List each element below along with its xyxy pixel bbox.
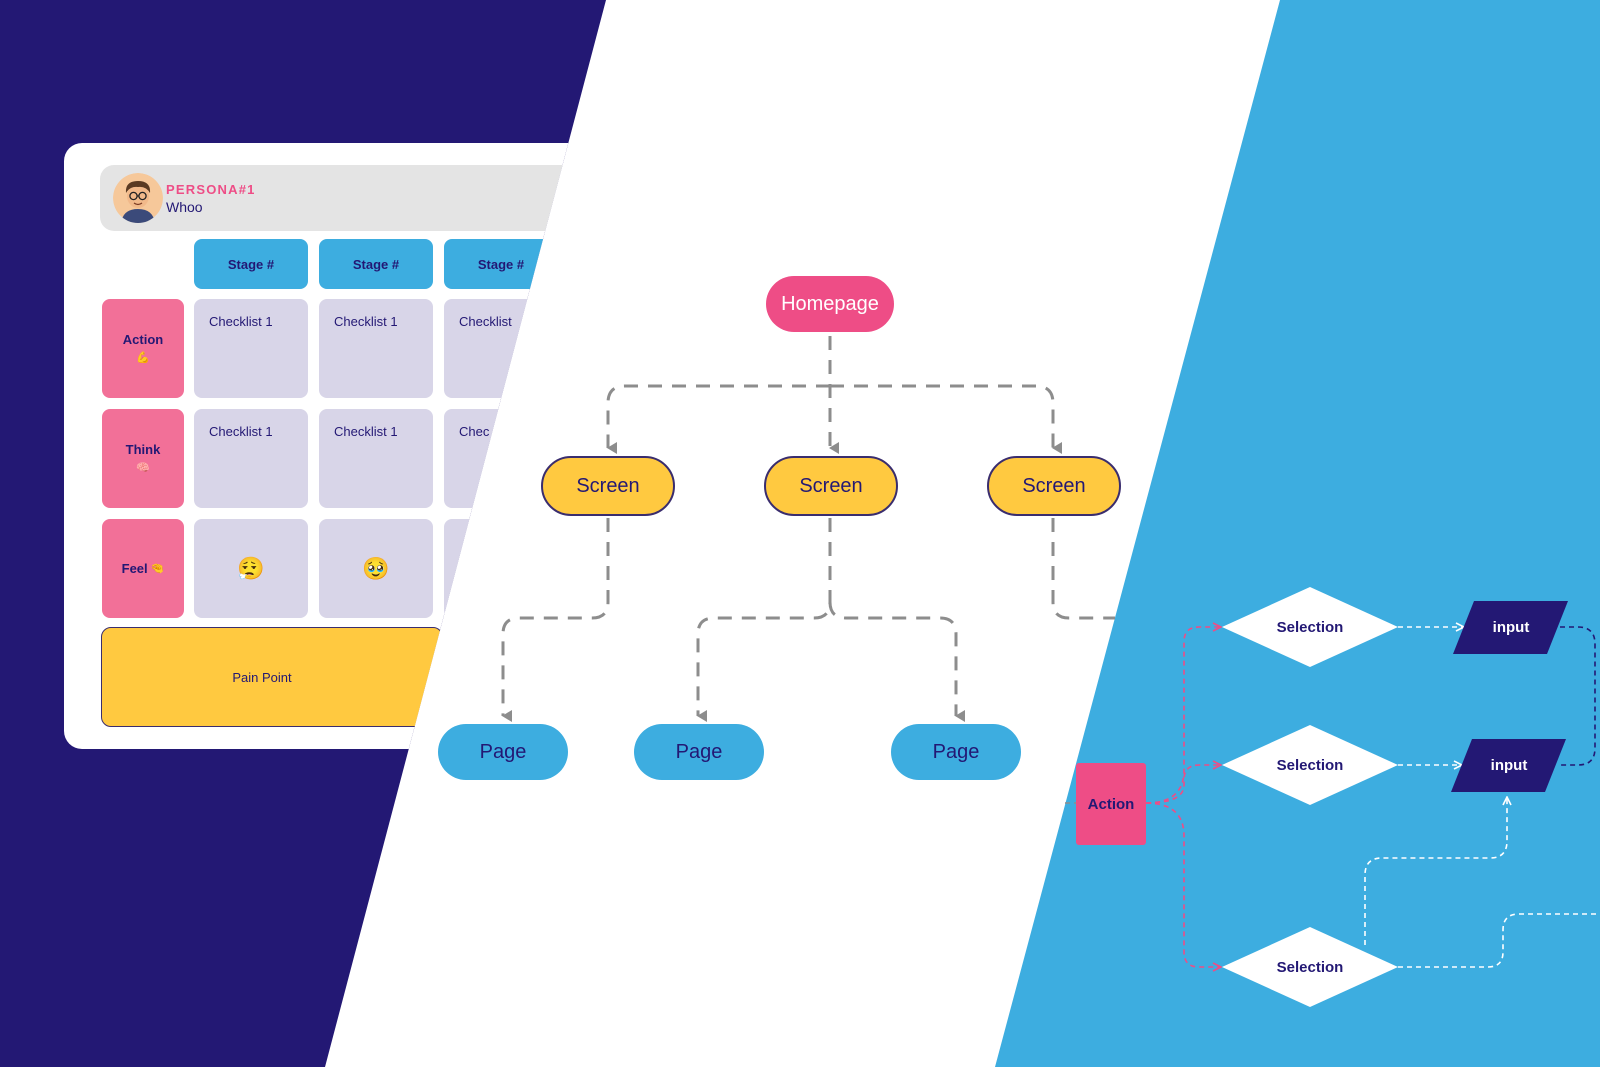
persona-bar	[100, 165, 606, 231]
exhaling-face-icon[interactable]: 😮‍💨	[194, 519, 308, 618]
persona-subtitle: Whoo	[166, 199, 203, 215]
connector-action-selection-3	[1145, 802, 1221, 967]
connector-screen-3-offscreen	[1051, 518, 1115, 620]
persona-avatar-icon	[113, 173, 163, 223]
page-node-2[interactable]: Page	[634, 724, 764, 780]
selection-node-2[interactable]: Selection	[1276, 756, 1344, 774]
connector-screen-2-page-3	[828, 601, 965, 722]
row-label-text: Think	[125, 441, 161, 457]
connector-home-screen-3	[830, 384, 1062, 454]
input-parallelogram-2	[1451, 739, 1566, 792]
connector-action-selection-1	[1145, 627, 1221, 804]
selection-node-1[interactable]: Selection	[1276, 618, 1344, 636]
connector-input-1-offscreen	[1560, 626, 1596, 766]
journey-cell[interactable]: Checklist 1	[319, 409, 433, 508]
input-node-2[interactable]: input	[1490, 756, 1528, 774]
screen-node-1[interactable]: Screen	[541, 456, 675, 516]
stage-header-1[interactable]: Stage #	[194, 239, 308, 289]
page-node-3[interactable]: Page	[891, 724, 1021, 780]
row-label-feel: Feel 🤏	[102, 519, 184, 618]
journey-cell[interactable]: Checklist 1	[319, 299, 433, 398]
persona-title: PERSONA#1	[166, 182, 256, 197]
selection-node-3[interactable]: Selection	[1276, 958, 1344, 976]
connector-action-selection-2	[1145, 765, 1221, 804]
input-parallelogram-1	[1453, 601, 1568, 654]
selection-diamond-1	[1222, 587, 1398, 667]
connector-selection-3-offscreen	[1398, 913, 1600, 968]
journey-cell[interactable]: Checklist 1	[194, 299, 308, 398]
stage-header-2[interactable]: Stage #	[319, 239, 433, 289]
flexed-arm-icon: 💪	[136, 351, 150, 364]
action-node-shape	[1076, 763, 1146, 845]
connector-home-screen-1	[606, 384, 830, 454]
sky-background-panel	[995, 0, 1600, 1067]
screen-node-3[interactable]: Screen	[987, 456, 1121, 516]
page-node-1[interactable]: Page	[438, 724, 568, 780]
connector-screen-1-page-1	[501, 518, 610, 722]
teary-face-icon[interactable]: 🥹	[319, 519, 433, 618]
homepage-node[interactable]: Homepage	[766, 276, 894, 332]
pain-point-box[interactable]: Pain Point	[101, 627, 443, 727]
row-label-text: Action	[122, 331, 164, 347]
journey-cell[interactable]: Checklist 1	[194, 409, 308, 508]
selection-diamond-3	[1222, 927, 1398, 1007]
pinching-hand-icon: 🤏	[150, 562, 165, 575]
connector-selection-3-input-2	[1364, 797, 1507, 945]
selection-diamond-2	[1222, 725, 1398, 805]
brain-icon: 🧠	[136, 461, 150, 474]
row-label-action: Action 💪	[102, 299, 184, 398]
action-node[interactable]: Action	[1087, 795, 1135, 813]
row-label-think: Think 🧠	[102, 409, 184, 508]
screen-node-2[interactable]: Screen	[764, 456, 898, 516]
input-node-1[interactable]: input	[1492, 618, 1530, 636]
connector-screen-2-page-2	[696, 518, 832, 722]
row-label-text: Feel	[121, 560, 148, 576]
